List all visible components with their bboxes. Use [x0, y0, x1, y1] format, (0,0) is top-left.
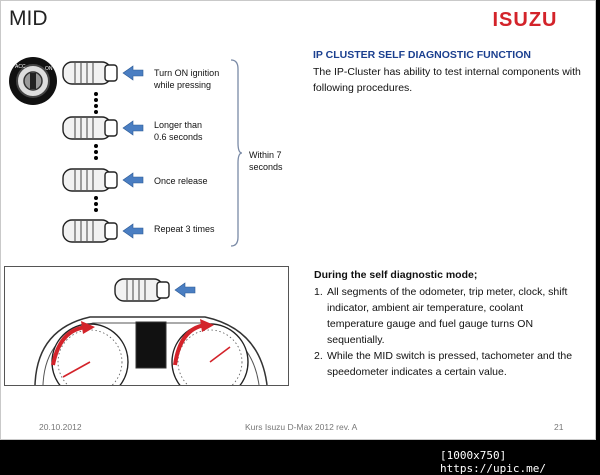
item-line: All segments of the odometer, trip meter…: [327, 286, 568, 298]
step1-stalk: [62, 61, 144, 85]
logo-text: ISUZU: [493, 9, 558, 30]
bracket-label: Within 7 seconds: [249, 149, 283, 173]
step1-label-line2: while pressing: [154, 80, 212, 90]
step2-label-line1: Longer than: [154, 120, 203, 130]
item-line: speedometer indicates a certain value.: [327, 366, 507, 378]
item-line: sequentially.: [327, 334, 385, 346]
list-number: 1.: [314, 286, 323, 298]
list-number: 2.: [314, 350, 323, 362]
step3-label: Once release: [154, 176, 208, 186]
item-text: While the MID switch is pressed, tachome…: [327, 348, 572, 380]
step2-label: Longer than 0.6 seconds: [154, 119, 203, 143]
step4-label: Repeat 3 times: [154, 224, 215, 234]
intro-line2: following procedures.: [313, 82, 413, 94]
step2-stalk: [62, 116, 144, 140]
bracket-label-line1: Within 7: [249, 150, 282, 160]
slide: MID ISUZU ACC ON: [0, 0, 596, 440]
footer-course: Kurs Isuzu D-Max 2012 rev. A: [245, 422, 358, 432]
step4-stalk: [62, 219, 144, 243]
item-text: All segments of the odometer, trip meter…: [327, 284, 567, 348]
footer-page-number: 21: [554, 422, 564, 432]
slide-title: MID: [9, 7, 48, 30]
intro-text: The IP-Cluster has ability to test inter…: [313, 64, 593, 96]
diagnostic-item-1: 1. All segments of the odometer, trip me…: [314, 284, 594, 348]
cluster-stalk: [114, 278, 196, 302]
bracket-label-line2: seconds: [249, 162, 283, 172]
footer-date: 20.10.2012: [39, 422, 82, 432]
step1-label: Turn ON ignition while pressing: [154, 67, 219, 91]
item-line: While the MID switch is pressed, tachome…: [327, 350, 573, 362]
intro-heading: IP CLUSTER SELF DIAGNOSTIC FUNCTION: [313, 49, 531, 61]
watermark: [1000x750] https://upic.me/: [440, 449, 546, 475]
ignition-key-icon: ACC ON: [9, 57, 57, 105]
step2-label-line2: 0.6 seconds: [154, 132, 203, 142]
item-line: temperature gauge and fuel gauge turns O…: [327, 318, 534, 330]
intro-line1: The IP-Cluster has ability to test inter…: [313, 66, 581, 78]
diagnostic-list: 1. All segments of the odometer, trip me…: [314, 284, 594, 380]
svg-text:ACC: ACC: [15, 64, 26, 70]
cluster-illustration: [4, 266, 289, 386]
diagnostic-heading: During the self diagnostic mode;: [314, 269, 478, 281]
curly-bracket: [230, 59, 243, 247]
item-line: indicator, ambient air temperature, cool…: [327, 302, 524, 314]
button-press-sequence: [62, 61, 144, 243]
step1-label-line1: Turn ON ignition: [154, 68, 220, 78]
isuzu-logo: ISUZU: [493, 9, 558, 30]
instrument-cluster-drawing: [34, 278, 268, 385]
svg-text:ON: ON: [45, 66, 53, 72]
step3-stalk: [62, 168, 144, 192]
diagnostic-item-2: 2. While the MID switch is pressed, tach…: [314, 348, 594, 380]
